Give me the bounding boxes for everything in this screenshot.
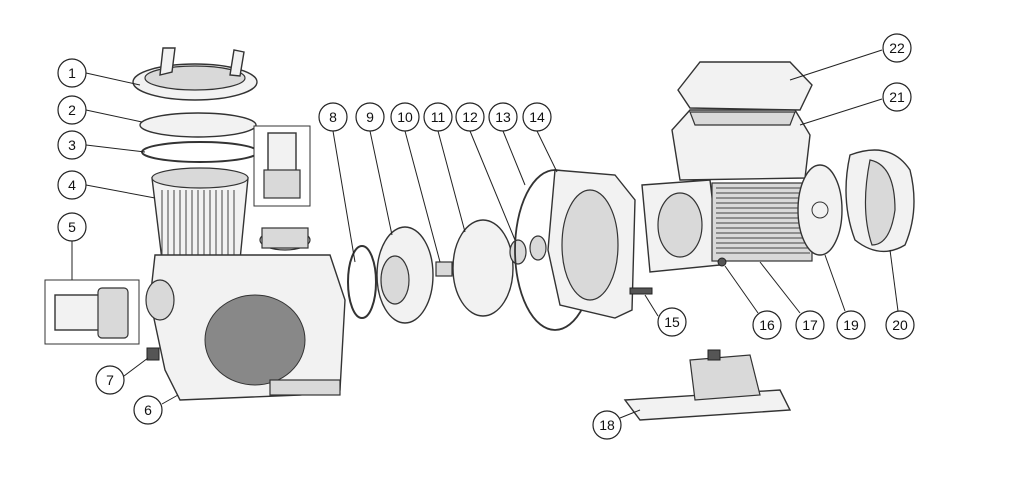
callout-1: 1 [57, 58, 87, 88]
diffuser [376, 226, 434, 324]
motor [641, 179, 813, 273]
seal-plate [547, 169, 636, 319]
callout-circle [390, 102, 420, 132]
union-fitting-5 [44, 279, 140, 345]
callout-circle [795, 310, 825, 340]
callout-number: 21 [889, 89, 905, 105]
callout-number: 5 [68, 219, 76, 235]
callout-circle [57, 95, 87, 125]
callout-21: 21 [882, 82, 912, 112]
callout-number: 2 [68, 102, 76, 118]
drain-plug [146, 347, 160, 361]
callout-circle [752, 310, 782, 340]
callout-13: 13 [488, 102, 518, 132]
callout-circle [133, 395, 163, 425]
callout-number: 12 [462, 109, 478, 125]
callout-circle [318, 102, 348, 132]
control-box-cover [677, 61, 813, 111]
diffuser-o-ring [347, 245, 377, 319]
callout-16: 16 [752, 310, 782, 340]
mounting-base [623, 349, 792, 421]
callout-number: 7 [106, 372, 114, 388]
callout-20: 20 [885, 310, 915, 340]
pump-housing [145, 227, 346, 401]
callout-circle [882, 33, 912, 63]
callout-14: 14 [522, 102, 552, 132]
callout-circle [57, 212, 87, 242]
callout-18: 18 [592, 410, 622, 440]
callout-number: 16 [759, 317, 775, 333]
fan-cover [845, 149, 915, 253]
motor-screw [717, 257, 727, 267]
callout-number: 20 [892, 317, 908, 333]
callout-22: 22 [882, 33, 912, 63]
callout-7: 7 [95, 365, 125, 395]
strainer-basket [151, 167, 249, 261]
callout-circle [488, 102, 518, 132]
callout-8: 8 [318, 102, 348, 132]
callout-number: 13 [495, 109, 511, 125]
callout-9: 9 [355, 102, 385, 132]
callout-circle [57, 58, 87, 88]
lid-o-ring [141, 141, 259, 163]
callout-number: 9 [366, 109, 374, 125]
impeller-screw [435, 261, 453, 277]
callout-number: 17 [802, 317, 818, 333]
impeller [452, 219, 514, 317]
callout-number: 3 [68, 137, 76, 153]
callout-number: 19 [843, 317, 859, 333]
callout-19: 19 [836, 310, 866, 340]
callout-circle [592, 410, 622, 440]
callout-15: 15 [657, 307, 687, 337]
mechanical-seal [509, 235, 547, 265]
callout-number: 10 [397, 109, 413, 125]
callout-circle [836, 310, 866, 340]
callout-12: 12 [455, 102, 485, 132]
callout-circle [355, 102, 385, 132]
callout-4: 4 [57, 170, 87, 200]
callout-number: 6 [144, 402, 152, 418]
cooling-fan [797, 164, 843, 256]
callout-number: 15 [664, 314, 680, 330]
bolt [629, 287, 653, 295]
callout-number: 18 [599, 417, 615, 433]
union-fitting-inset [253, 125, 311, 207]
callout-number: 1 [68, 65, 76, 81]
callout-5: 5 [57, 212, 87, 242]
pump-lid [132, 47, 258, 101]
callout-circle [57, 130, 87, 160]
callout-circle [657, 307, 687, 337]
callout-2: 2 [57, 95, 87, 125]
callout-number: 4 [68, 177, 76, 193]
callout-circle [455, 102, 485, 132]
callout-17: 17 [795, 310, 825, 340]
callout-number: 22 [889, 40, 905, 56]
callout-circle [423, 102, 453, 132]
control-box [671, 109, 811, 181]
callout-number: 8 [329, 109, 337, 125]
callout-number: 11 [431, 109, 446, 125]
leader-lines [71, 49, 899, 419]
callout-6: 6 [133, 395, 163, 425]
callout-11: 11 [423, 102, 453, 132]
callout-circle [885, 310, 915, 340]
callout-circle [57, 170, 87, 200]
callout-10: 10 [390, 102, 420, 132]
callout-circle [882, 82, 912, 112]
lid-ring [139, 112, 257, 138]
callout-circle [522, 102, 552, 132]
callout-3: 3 [57, 130, 87, 160]
callout-number: 14 [529, 109, 545, 125]
callout-circle [95, 365, 125, 395]
